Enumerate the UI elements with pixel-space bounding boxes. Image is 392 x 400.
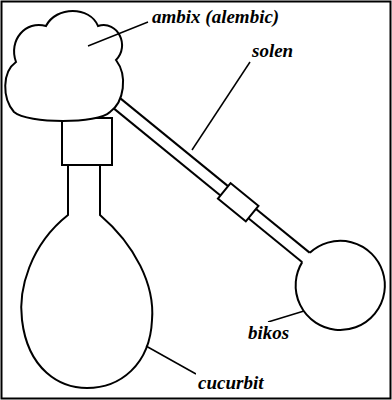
solen-tube [80,61,392,348]
leader-line [268,311,304,322]
part-label: cucurbit [196,372,265,394]
sleeve-joint [218,183,259,221]
neck-joint [62,118,112,165]
bikos-flask [278,223,392,348]
part-label: solen [250,40,295,62]
leader-lines [88,22,304,374]
leader-line [88,22,148,46]
leader-line [146,346,196,374]
ambix-head [5,11,123,121]
leader-line [192,62,250,150]
part-label: bikos [246,322,291,344]
part-label: ambix (alembic) [150,6,281,28]
cucurbit-flask [21,160,152,388]
